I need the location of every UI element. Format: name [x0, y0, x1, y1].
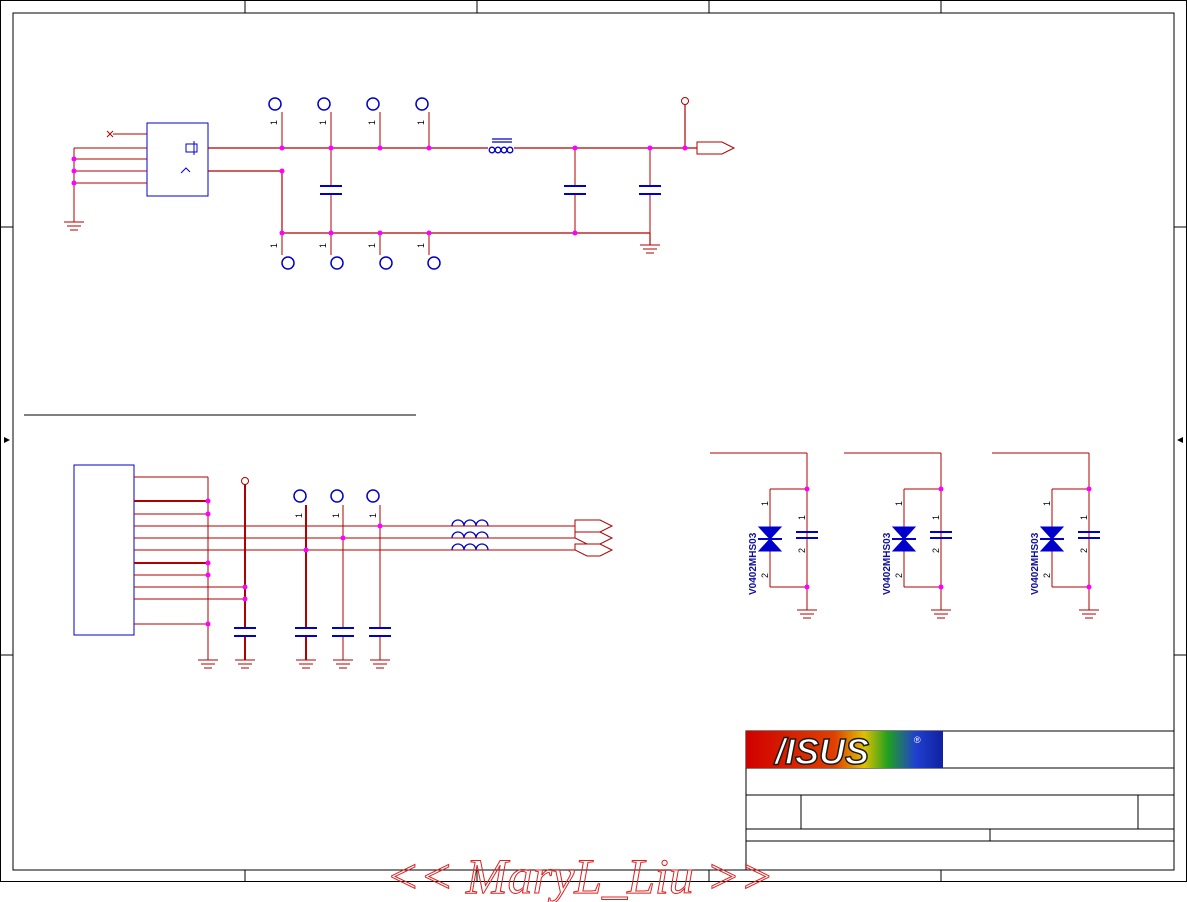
junction-dot: [71, 145, 688, 236]
pin-number: 1: [1079, 515, 1089, 520]
pin-number: 1: [1042, 501, 1052, 506]
tvs-cell-2: V0402MHS03 1 2 1 2: [844, 452, 952, 619]
pin-number: 1: [368, 513, 378, 518]
registered-mark: ®: [914, 735, 921, 745]
tvs-diode: [1039, 526, 1065, 552]
pin-number: 2: [797, 548, 807, 553]
power-rail-symbol: [241, 477, 249, 485]
pin-number: 1: [269, 120, 279, 125]
tvs-cell-1: V0402MHS03 1 2 1 2: [710, 452, 818, 619]
pin-number: 1: [367, 243, 377, 248]
pin-number: 1: [931, 515, 941, 520]
power-rail-symbol: [681, 97, 689, 105]
jack-pin-symbol: [185, 143, 198, 153]
author-watermark: << MaryL_Liu >>: [386, 848, 774, 902]
pin-number: 1: [294, 513, 304, 518]
jack-switch-symbol: [180, 167, 191, 174]
pin-number: 1: [367, 120, 377, 125]
ground-symbol: [64, 221, 84, 231]
pin-number: 1: [318, 243, 328, 248]
pin-number: 1: [331, 513, 341, 518]
pin-number: 1: [797, 515, 807, 520]
tvs-part-label: V0402MHS03: [1030, 532, 1041, 595]
pin-number: 2: [1079, 548, 1089, 553]
ferrite-bead: [488, 138, 514, 154]
pin-number: 2: [1042, 573, 1052, 578]
tvs-cell-3: V0402MHS03 1 2 1 2: [992, 452, 1100, 619]
no-connect-mark: [106, 130, 114, 138]
connector-section: 1 1 1: [73, 464, 614, 669]
tvs-part-label: V0402MHS03: [748, 532, 759, 595]
capacitor: [234, 627, 391, 637]
connector-body: [73, 464, 135, 636]
capacitor: [330, 148, 651, 233]
pin-number: 1: [416, 120, 426, 125]
pin-number: 1: [318, 120, 328, 125]
pin-number: 2: [894, 573, 904, 578]
pin-number: 1: [894, 501, 904, 506]
ground-symbol: [640, 244, 660, 254]
frame-arrow-markers: [4, 437, 1183, 443]
power-jack-connector: [146, 122, 209, 197]
junction-dot: [205, 498, 383, 627]
pin-number: 2: [760, 573, 770, 578]
logo-wordmark: /ISUS: [773, 731, 869, 772]
tvs-diode: [757, 526, 783, 552]
power-jack-section: 1 1 1 1 1 1 1 1: [64, 97, 736, 270]
ground-symbol: [198, 659, 390, 669]
tvs-part-label: V0402MHS03: [882, 532, 893, 595]
tvs-diode: [891, 526, 917, 552]
drawing-frame: [0, 0, 1187, 882]
pin-number: 2: [931, 548, 941, 553]
net-port-flag: [574, 519, 614, 557]
common-mode-choke: [451, 519, 489, 551]
pin-number: 1: [416, 243, 426, 248]
asus-logo: /ISUS ®: [746, 730, 943, 773]
net-port-flag: [696, 141, 736, 155]
pin-number: 1: [269, 243, 279, 248]
test-point: [268, 97, 441, 270]
pin-number: 1: [760, 501, 770, 506]
title-block: [745, 730, 1175, 871]
test-point: [293, 489, 380, 503]
